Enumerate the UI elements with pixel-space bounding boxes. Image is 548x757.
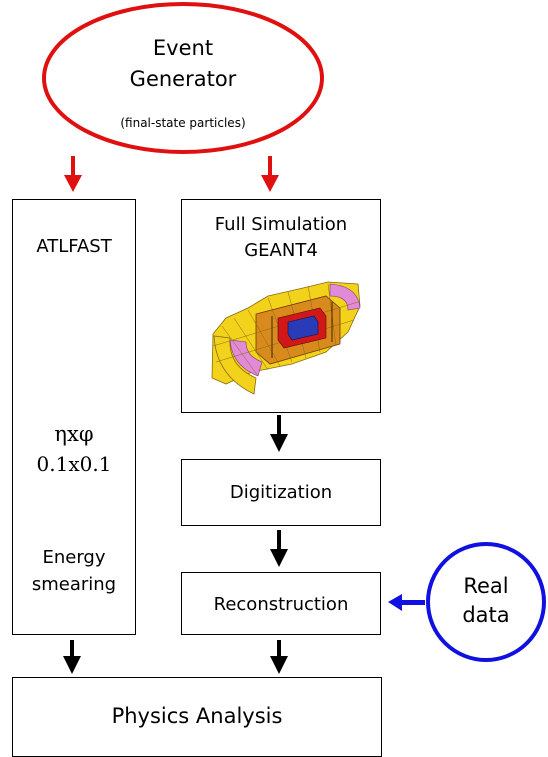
full-simulation-line1: Full Simulation [214, 214, 348, 235]
arrow-digitization-to-reconstruction [270, 530, 288, 567]
reconstruction-label: Reconstruction [213, 594, 349, 615]
atlfast-box [12, 199, 136, 635]
atlfast-grid-value: 0.1x0.1 [36, 452, 112, 476]
physics-analysis-box [12, 677, 382, 757]
arrow-fullsim-to-digitization [270, 415, 288, 452]
full-simulation-line2: GEANT4 [244, 240, 318, 261]
event-generator-line1: Event [152, 36, 214, 60]
event-generator-line2: Generator [129, 67, 237, 91]
event-generator-subtitle: (final-state particles) [120, 116, 246, 130]
arrow-atlfast-to-physics [63, 640, 81, 674]
event-generator-ellipse [42, 2, 324, 154]
atlfast-smear-line1: Energy [42, 547, 106, 568]
atlfast-title: ATLFAST [36, 236, 112, 257]
atlfast-smear-line2: smearing [31, 574, 117, 595]
digitization-box [181, 459, 381, 526]
red-arrow-right [261, 156, 279, 192]
blue-arrow-realdata-to-reconstruction [388, 594, 425, 611]
real-data-circle [426, 542, 546, 662]
physics-analysis-label: Physics Analysis [111, 704, 283, 728]
atlfast-grid-label: ηxφ [54, 422, 94, 446]
real-data-line1: Real [463, 574, 509, 598]
digitization-label: Digitization [229, 482, 333, 503]
arrow-reconstruction-to-physics [270, 640, 288, 674]
real-data-line2: data [462, 603, 510, 627]
red-arrow-left [64, 156, 82, 192]
atlas-detector-image [211, 281, 361, 395]
reconstruction-box [181, 572, 381, 635]
